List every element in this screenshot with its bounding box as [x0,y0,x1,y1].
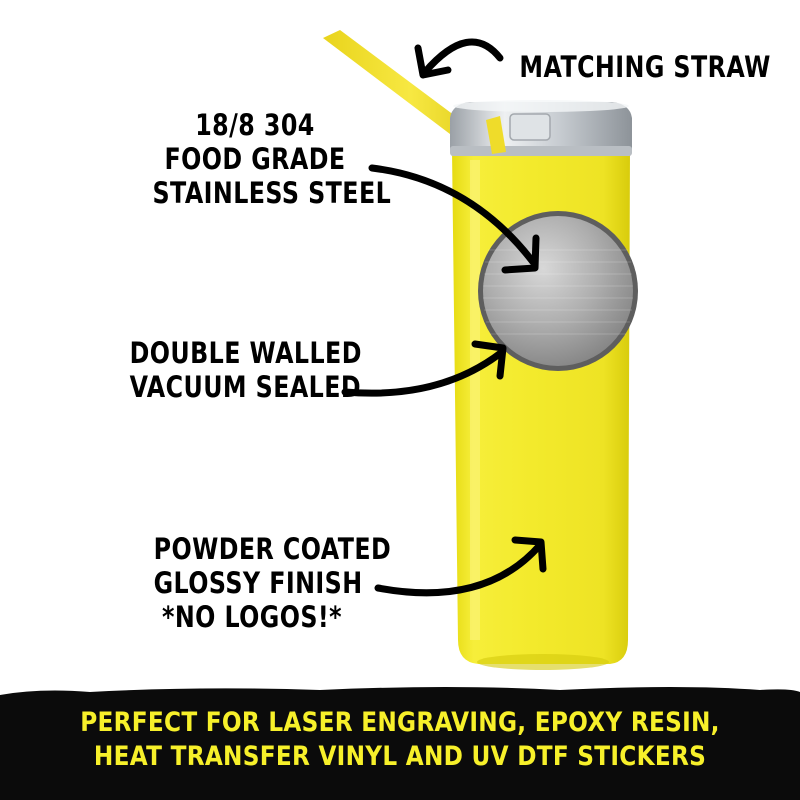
straw-callout: MATCHING STRAW [519,50,771,84]
callout-line: STAINLESS STEEL [152,176,392,211]
callout-line: DOUBLE WALLED [129,336,362,370]
callout-line: *NO LOGOS!* [161,600,343,635]
banner-line: PERFECT FOR LASER ENGRAVING, EPOXY RESIN… [80,707,720,738]
arrow-icon [341,340,507,397]
finish-callout: POWDER COATED GLOSSY FINISH *NO LOGOS!* [153,532,392,635]
callout-line: 18/8 304 [195,108,315,142]
banner-background [0,687,800,800]
arrow-icon [374,536,547,597]
tumbler-lid [450,100,632,156]
callout-line: GLOSSY FINISH [153,566,363,601]
callout-line: VACUUM SEALED [129,370,362,405]
steel-cutaway [478,211,638,371]
steel-callout: 18/8 304 FOOD GRADE STAINLESS STEEL [152,108,392,211]
arrow-icon [368,164,540,274]
banner-text: PERFECT FOR LASER ENGRAVING, EPOXY RESIN… [56,706,744,774]
arrow-icon [414,38,504,79]
banner-line: HEAT TRANSFER VINYL AND UV DTF STICKERS [93,740,707,772]
callout-line: FOOD GRADE [164,142,346,177]
vacuum-callout: DOUBLE WALLED VACUUM SEALED [129,336,362,405]
callout-line: POWDER COATED [153,532,392,566]
callout-line: MATCHING STRAW [519,50,771,84]
